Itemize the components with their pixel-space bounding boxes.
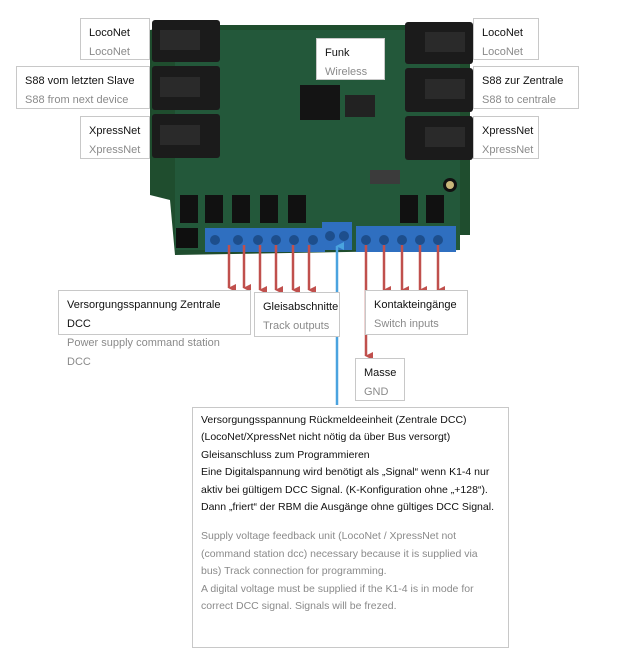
callout-loconet-right-de: LocoNet bbox=[482, 27, 523, 39]
callout-funk-de: Funk bbox=[325, 47, 350, 59]
pcb-components bbox=[300, 85, 457, 192]
callout-loconet-right-en: LocoNet bbox=[482, 46, 523, 58]
callout-gnd-de: Masse bbox=[364, 367, 397, 379]
callout-xpressnet-left-de: XpressNet bbox=[89, 125, 141, 137]
callout-feedback-supply: Versorgungsspannung Rückmeldeeinheit (Ze… bbox=[192, 407, 509, 648]
callout-track-de: Gleisabschnitte bbox=[263, 301, 339, 313]
callout-switch-inputs: Kontakteingänge Switch inputs bbox=[365, 290, 468, 335]
callout-xpressnet-left: XpressNet XpressNet bbox=[80, 116, 150, 159]
callout-gnd-en: GND bbox=[364, 386, 389, 398]
feedback-en-block: Supply voltage feedback unit (LocoNet / … bbox=[201, 528, 500, 615]
feedback-de-line-3: Gleisanschluss zum Programmieren bbox=[201, 448, 370, 461]
callout-loconet-left-de: LocoNet bbox=[89, 27, 130, 39]
feedback-de-line-5: aktiv bei gültigem DCC Signal. (K-Konfig… bbox=[201, 483, 488, 496]
callout-track-outputs: Gleisabschnitte Track outputs bbox=[254, 292, 340, 337]
feedback-en-line-5: correct DCC signal. Signals will be frez… bbox=[201, 600, 397, 613]
callout-loconet-left: LocoNet LocoNet bbox=[80, 18, 150, 60]
feedback-en-line-2: (command station dcc) necessary because … bbox=[201, 547, 478, 560]
callout-loconet-left-en: LocoNet bbox=[89, 46, 130, 58]
arrows-contacts bbox=[382, 245, 445, 294]
callout-xpressnet-left-en: XpressNet bbox=[89, 144, 141, 156]
callout-contacts-en: Switch inputs bbox=[374, 318, 439, 330]
feedback-de-line-4: Eine Digitalspannung wird benötigt als „… bbox=[201, 466, 490, 479]
callout-s88-right-de: S88 zur Zentrale bbox=[482, 75, 564, 87]
callout-s88-left-en: S88 from next device bbox=[25, 94, 129, 106]
callout-funk-en: Wireless bbox=[325, 66, 368, 78]
callout-power-command-station: Versorgungsspannung Zentrale DCC Power s… bbox=[58, 290, 251, 368]
feedback-en-line-4: A digital voltage must be supplied if th… bbox=[201, 582, 474, 595]
callout-s88-right: S88 zur Zentrale S88 to centrale bbox=[473, 66, 579, 109]
callout-xpressnet-right: XpressNet XpressNet bbox=[473, 116, 539, 159]
rj-connectors-left bbox=[152, 20, 220, 158]
terminal-blocks bbox=[205, 222, 456, 252]
callout-s88-right-en: S88 to centrale bbox=[482, 94, 556, 106]
callout-power-cs-en: Power supply command station DCC bbox=[67, 337, 220, 368]
callout-power-cs-de: Versorgungsspannung Zentrale DCC bbox=[67, 299, 221, 330]
arrows-power bbox=[227, 245, 251, 292]
callout-track-en: Track outputs bbox=[263, 320, 330, 332]
callout-xpressnet-right-de: XpressNet bbox=[482, 125, 534, 137]
feedback-de-line-1: Versorgungsspannung Rückmeldeeinheit (Ze… bbox=[201, 414, 467, 426]
callout-gnd: Masse GND bbox=[355, 358, 405, 401]
feedback-de-line-2: (LocoNet/XpressNet nicht nötig da über B… bbox=[201, 431, 451, 444]
output-blocks bbox=[176, 195, 444, 248]
callout-funk: Funk Wireless bbox=[316, 38, 385, 80]
callout-s88-left-de: S88 vom letzten Slave bbox=[25, 75, 135, 87]
feedback-en-line-3: bus) Track connection for programming. bbox=[201, 565, 387, 578]
rj-connectors-right bbox=[405, 22, 473, 160]
arrows-track bbox=[258, 245, 316, 294]
callout-contacts-de: Kontakteingänge bbox=[374, 299, 457, 311]
feedback-de-line-6: Dann „friert“ der RBM die Ausgänge ohne … bbox=[201, 501, 494, 514]
feedback-en-line-1: Supply voltage feedback unit (LocoNet / … bbox=[201, 530, 457, 543]
callout-xpressnet-right-en: XpressNet bbox=[482, 144, 534, 156]
callout-s88-left: S88 vom letzten Slave S88 from next devi… bbox=[16, 66, 150, 109]
callout-loconet-right: LocoNet LocoNet bbox=[473, 18, 539, 60]
